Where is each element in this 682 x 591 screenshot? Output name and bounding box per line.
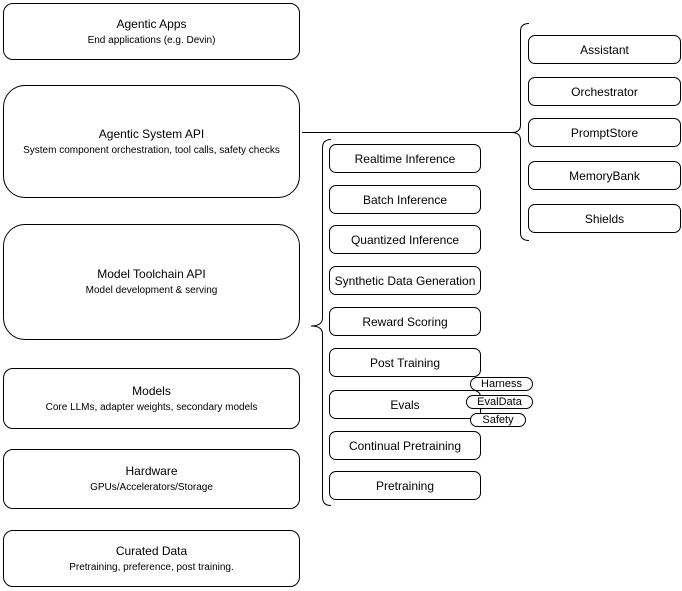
node-models: Models Core LLMs, adapter weights, secon… [3, 368, 300, 429]
node-assistant: Assistant [528, 35, 681, 64]
node-batch-inference: Batch Inference [329, 185, 481, 214]
node-shields: Shields [528, 204, 681, 233]
node-label: Continual Pretraining [348, 438, 462, 453]
node-subtitle: GPUs/Accelerators/Storage [90, 482, 213, 493]
badge-label: EvalData [477, 395, 522, 408]
node-label: Synthetic Data Generation [334, 273, 476, 288]
badge-harness: Harness [470, 377, 533, 391]
node-label: MemoryBank [569, 168, 640, 183]
node-subtitle: Model development & serving [85, 285, 218, 296]
node-hardware: Hardware GPUs/Accelerators/Storage [3, 449, 300, 509]
node-title: Agentic System API [98, 126, 205, 141]
node-title: Model Toolchain API [97, 267, 206, 281]
node-quantized-inference: Quantized Inference [329, 225, 481, 254]
badge-safety: Safety [470, 413, 526, 427]
node-subtitle: End applications (e.g. Devin) [87, 34, 216, 46]
node-subtitle: System component orchestration, tool cal… [23, 144, 280, 156]
node-curated-data: Curated Data Pretraining, preference, po… [3, 530, 300, 587]
node-label: Batch Inference [362, 192, 448, 207]
node-reward-scoring: Reward Scoring [329, 307, 481, 336]
node-subtitle: Core LLMs, adapter weights, secondary mo… [45, 401, 258, 413]
badge-label: Harness [481, 377, 522, 390]
node-title: Agentic Apps [116, 16, 187, 31]
node-label: Quantized Inference [350, 232, 460, 247]
node-label: Pretraining [375, 478, 435, 493]
node-post-training: Post Training [329, 348, 481, 377]
badge-label: Safety [482, 413, 514, 426]
components-curly-bracket [511, 23, 530, 241]
toolchain-curly-bracket [310, 139, 332, 506]
node-label: Reward Scoring [362, 314, 448, 329]
node-agentic-apps: Agentic Apps End applications (e.g. Devi… [3, 3, 300, 60]
node-orchestrator: Orchestrator [528, 77, 681, 106]
node-continual-pretraining: Continual Pretraining [329, 431, 481, 460]
node-title: Curated Data [115, 543, 188, 558]
node-subtitle: Pretraining, preference, post training. [69, 561, 234, 573]
node-label: Post Training [369, 355, 441, 370]
node-promptstore: PromptStore [528, 118, 681, 147]
node-label: PromptStore [570, 125, 639, 140]
node-pretraining: Pretraining [329, 471, 481, 500]
node-label: Shields [584, 211, 625, 226]
node-title: Hardware [125, 464, 178, 478]
node-agentic-system-api: Agentic System API System component orch… [3, 85, 300, 198]
node-label: Realtime Inference [354, 151, 456, 166]
node-label: Assistant [580, 42, 629, 57]
node-memorybank: MemoryBank [528, 161, 681, 190]
node-evals: Evals [329, 390, 481, 419]
node-label: Evals [390, 397, 420, 412]
badge-evaldata: EvalData [466, 395, 533, 409]
node-label: Orchestrator [571, 84, 638, 99]
node-realtime-inference: Realtime Inference [329, 144, 481, 173]
node-title: Models [132, 383, 171, 398]
node-model-toolchain-api: Model Toolchain API Model development & … [3, 224, 300, 340]
node-synthetic-data-generation: Synthetic Data Generation [329, 266, 481, 295]
